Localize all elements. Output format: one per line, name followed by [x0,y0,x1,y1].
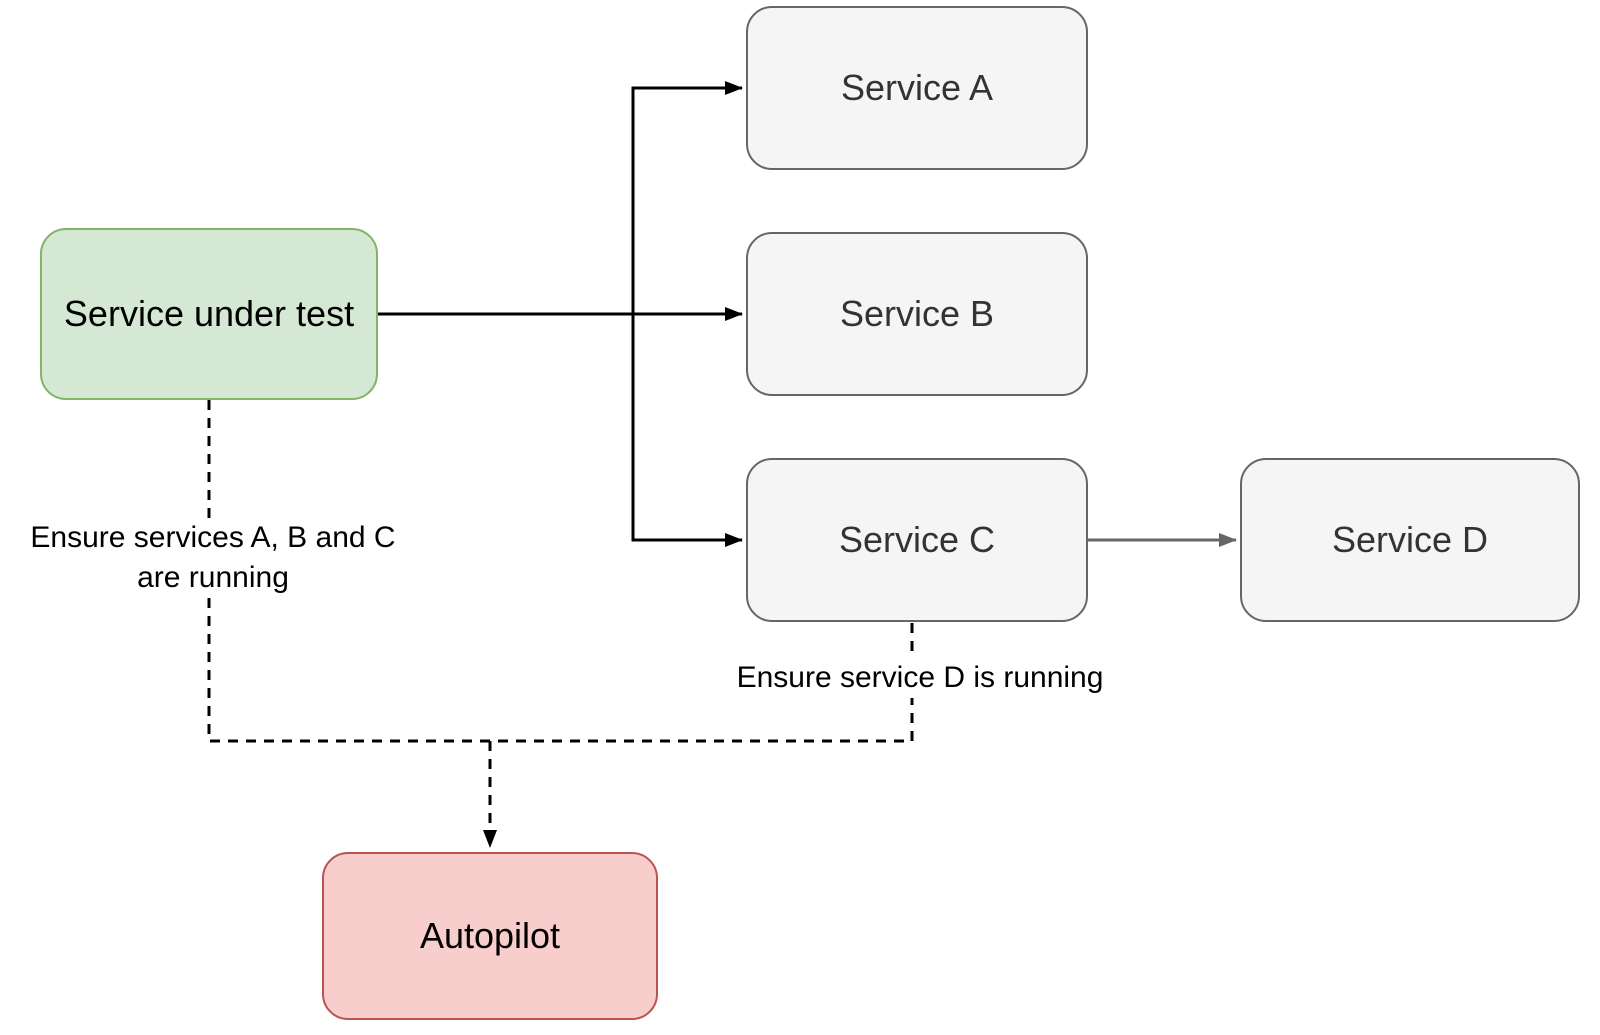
edge-label-line: are running [137,561,289,594]
node-label: Service under test [63,293,355,334]
node-label: Autopilot [419,915,561,956]
edge-label-line: Ensure services A, B and C [30,521,396,554]
node-service-under-test: Service under test [40,228,378,400]
edge-label-ensure-d: Ensure service D is running [730,658,1110,698]
node-label: Service A [840,67,994,108]
node-label: Service B [839,293,995,334]
node-service-a: Service A [746,6,1088,170]
node-service-c: Service C [746,458,1088,622]
node-service-b: Service B [746,232,1088,396]
node-label: Service C [838,519,996,560]
node-autopilot: Autopilot [322,852,658,1020]
edge-label-ensure-abc: Ensure services A, B and C are running [24,518,402,598]
edge-label-line: Ensure service D is running [736,661,1104,694]
node-service-d: Service D [1240,458,1580,622]
node-label: Service D [1331,519,1489,560]
